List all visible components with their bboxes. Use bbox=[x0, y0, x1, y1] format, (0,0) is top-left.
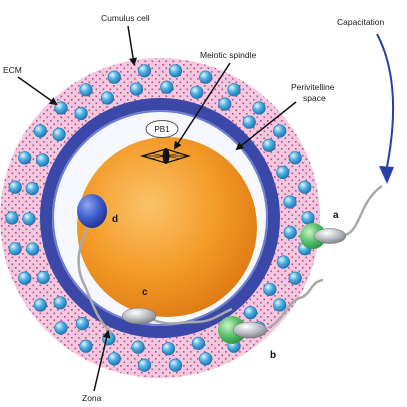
cumulus-cell-icon bbox=[26, 242, 40, 256]
cumulus-cell-icon bbox=[36, 270, 50, 285]
oocyte-icon bbox=[77, 137, 257, 317]
label-a: a bbox=[333, 210, 339, 221]
cumulus-cell-icon bbox=[263, 282, 277, 296]
meiotic-spindle-pointer bbox=[173, 62, 231, 150]
cumulus-cell-icon bbox=[18, 151, 32, 165]
perivitelline-pointer bbox=[235, 101, 297, 151]
cumulus-cell-icon bbox=[102, 332, 116, 346]
zona-label: Zona bbox=[82, 393, 102, 403]
cumulus-cell-icon bbox=[288, 151, 302, 165]
cumulus-cell-icon bbox=[252, 101, 266, 115]
sperm-acrosome bbox=[300, 223, 326, 249]
cumulus-cell-icon bbox=[131, 340, 145, 354]
sperm-acrosome bbox=[218, 316, 246, 344]
cumulus-cell-icon bbox=[79, 339, 93, 353]
capacitation-arrow bbox=[376, 33, 395, 184]
cumulus-cell-icon bbox=[22, 212, 36, 226]
cumulus-cell-icon bbox=[242, 115, 256, 129]
sperm-tail bbox=[77, 221, 113, 334]
label-b: b bbox=[270, 350, 276, 361]
cumulus-cell-icon bbox=[137, 64, 152, 78]
cumulus-cell-icon bbox=[8, 242, 22, 256]
cumulus-cell-pointer bbox=[127, 25, 138, 66]
cumulus-cell-icon bbox=[8, 180, 22, 194]
cumulus-cell-icon bbox=[25, 182, 39, 196]
sperm-tail bbox=[267, 278, 324, 330]
polar-body-pb1 bbox=[145, 120, 179, 138]
cumulus-cell-icon bbox=[283, 225, 297, 239]
cumulus-cell-icon bbox=[283, 195, 297, 209]
sperm-a bbox=[300, 184, 383, 249]
cumulus-cell-icon bbox=[262, 138, 276, 152]
cumulus-cell-icon bbox=[35, 153, 50, 167]
capacitation-label: Capacitation bbox=[337, 17, 385, 27]
cumulus-cell-icon bbox=[218, 97, 232, 111]
cumulus-cell-icon bbox=[273, 298, 287, 312]
pb1-label: PB1 bbox=[154, 125, 170, 134]
cumulus-cell-icon bbox=[276, 165, 290, 179]
cumulus-cell-icon bbox=[79, 83, 93, 97]
cumulus-cell-icon bbox=[33, 124, 47, 138]
ecm-pointer bbox=[17, 76, 58, 106]
cumulus-cell-icon bbox=[243, 306, 258, 320]
perivitelline-label-line2: space bbox=[303, 93, 326, 103]
cumulus-cell-icon bbox=[199, 352, 213, 366]
cumulus-cell-icon bbox=[298, 180, 312, 194]
cumulus-cell-icon bbox=[54, 321, 68, 335]
cumulus-cell-icon bbox=[288, 271, 302, 285]
cumulus-cell-icon bbox=[107, 352, 121, 366]
cumulus-cell-icon bbox=[52, 127, 66, 141]
cumulus-cell-icon bbox=[54, 101, 68, 115]
meiotic-spindle-icon bbox=[139, 148, 192, 164]
cumulus-cell-icon bbox=[33, 298, 47, 312]
ecm-label: ECM bbox=[3, 65, 22, 75]
cumulus-cell-layer bbox=[5, 64, 315, 372]
label-c: c bbox=[142, 287, 148, 298]
cumulus-cell-icon bbox=[74, 106, 88, 120]
cumulus-cell-icon bbox=[129, 82, 143, 96]
cumulus-cell-icon bbox=[100, 91, 114, 105]
sperm-b bbox=[218, 278, 324, 344]
cumulus-cell-icon bbox=[18, 271, 32, 285]
cumulus-cell-icon bbox=[137, 358, 152, 372]
perivitelline-label-line1: Perivitelline bbox=[291, 82, 335, 92]
cumulus-cell-icon bbox=[107, 70, 121, 84]
sperm-c bbox=[121, 307, 233, 325]
cumulus-cell-icon bbox=[5, 211, 19, 225]
cumulus-cell-icon bbox=[273, 124, 287, 138]
cumulus-cell-icon bbox=[301, 211, 315, 225]
cumulus-cell-icon bbox=[53, 296, 67, 310]
sperm-head bbox=[313, 228, 347, 244]
sperm-head bbox=[232, 321, 268, 339]
cumulus-cell-icon bbox=[199, 70, 213, 84]
cumulus-cell-icon bbox=[227, 83, 241, 97]
zona-inner-edge bbox=[52, 110, 268, 326]
label-d: d bbox=[112, 214, 118, 225]
cumulus-cell-icon bbox=[168, 64, 183, 78]
sperm-head bbox=[121, 307, 157, 325]
cumulus-cell-icon bbox=[161, 342, 175, 356]
cumulus-cell-label: Cumulus cell bbox=[101, 13, 150, 23]
cumulus-cell-icon bbox=[168, 358, 183, 372]
sperm-tail bbox=[344, 184, 383, 237]
cumulus-cell-icon bbox=[276, 255, 291, 269]
meiotic-spindle-label: Meiotic spindle bbox=[200, 50, 256, 60]
sperm-d bbox=[77, 194, 113, 334]
cumulus-cell-icon bbox=[191, 336, 205, 350]
cumulus-cell-icon bbox=[75, 317, 89, 331]
pronucleus bbox=[77, 194, 107, 228]
cumulus-cell-icon bbox=[190, 85, 204, 99]
sperm-tail bbox=[149, 307, 233, 325]
cumulus-cell-icon bbox=[160, 80, 174, 94]
zona-pointer bbox=[93, 330, 111, 392]
